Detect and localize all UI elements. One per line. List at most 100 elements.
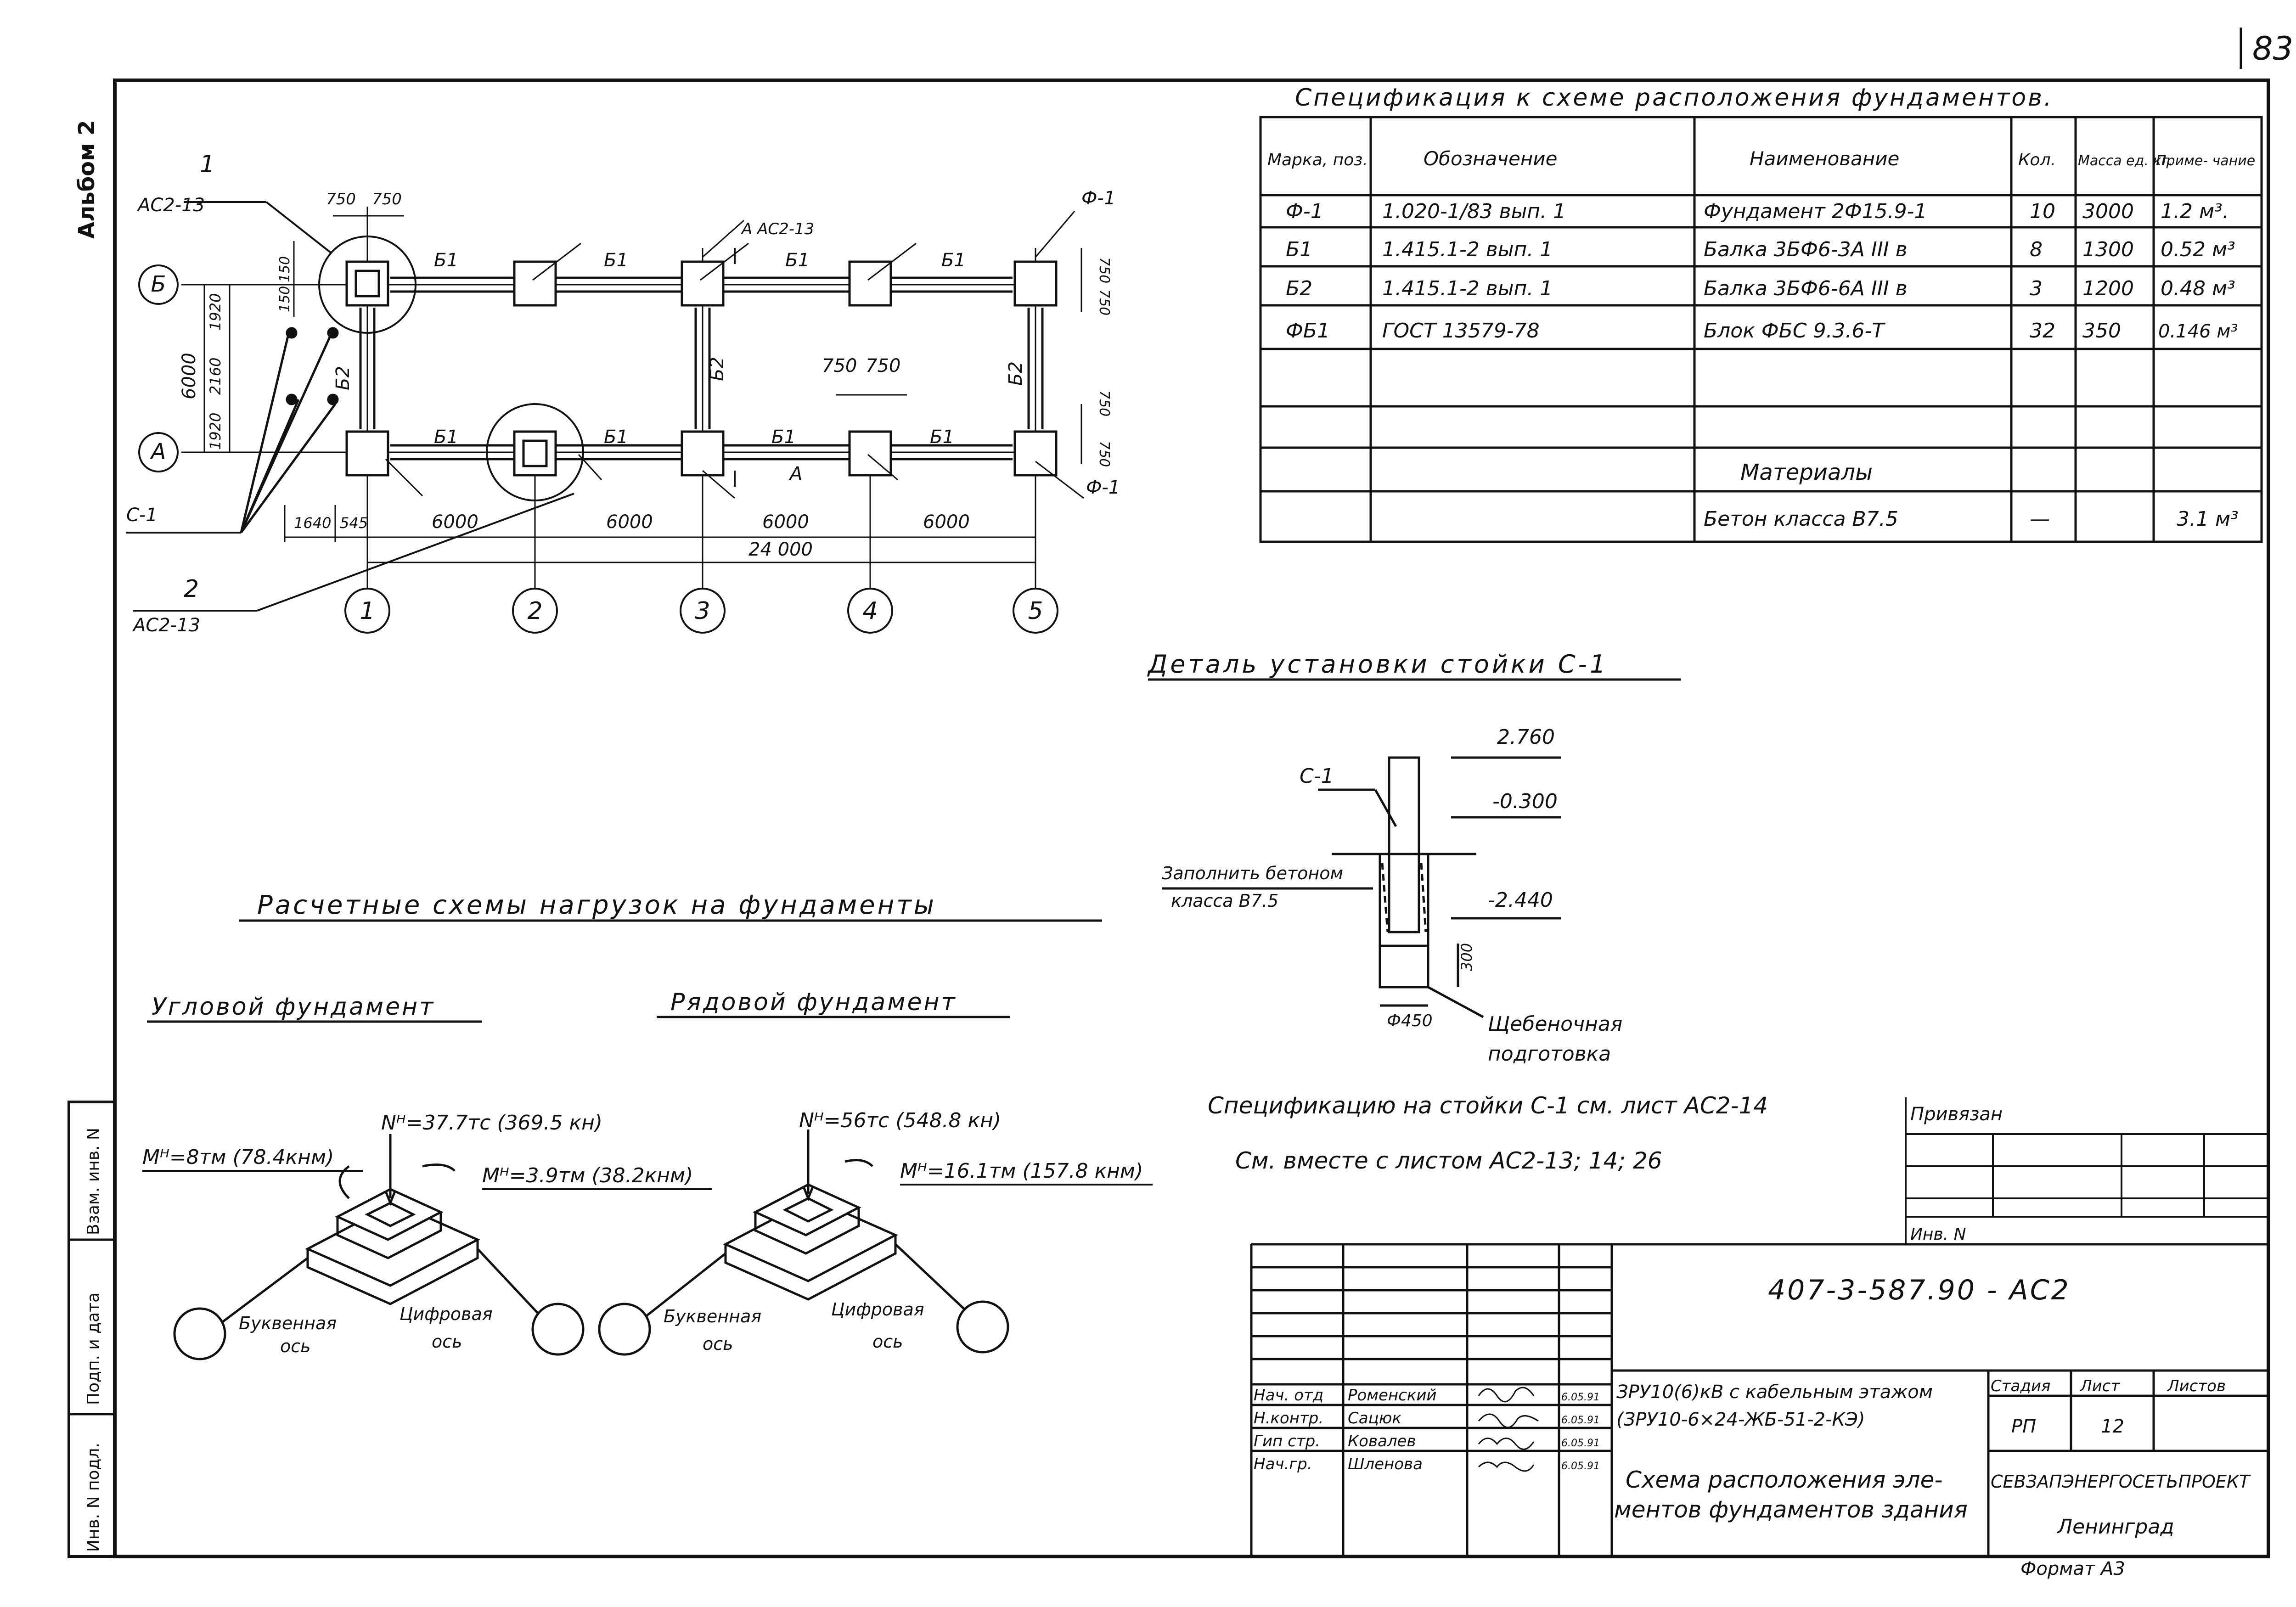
side-stamp-replace: Взам. инв. N [84, 1128, 103, 1235]
dim-span: 6000 [432, 511, 478, 533]
spec-cell: 350 [2082, 319, 2121, 343]
spec-cell: Б2 [1286, 277, 1312, 300]
spec-cell: Ф-1 [1286, 200, 1323, 223]
dim-750: 750 [822, 355, 857, 376]
spec-cell: 10 [2030, 200, 2055, 223]
section-ref: А АС2-13 [741, 220, 814, 238]
detail-gravel: Щебеночная [1488, 1012, 1622, 1036]
stamp-date: 6.05.91 [1561, 1438, 1600, 1449]
spec-header-name: Наименование [1750, 147, 1899, 170]
spec-cell: Бетон класса В7.5 [1704, 507, 1898, 531]
spec-cell: 3.1 м³ [2177, 507, 2239, 531]
found-label-top: Ф-1 [1081, 188, 1115, 209]
dim-750: 750 [1096, 390, 1112, 416]
page-number: 83 [2252, 30, 2293, 67]
spec-header-mark: Марка, поз. [1267, 151, 1368, 169]
spec-cell: Блок ФБС 9.3.6-Т [1704, 319, 1885, 343]
stamp-stage-label: Стадия [1991, 1377, 2050, 1395]
spec-cell: Б1 [1286, 238, 1312, 261]
corner-m-left: Mᴴ=8тм (78.4кнм) [142, 1146, 334, 1169]
beam-b2-label: Б2 [332, 366, 354, 390]
beam-b1-label: Б1 [604, 250, 628, 271]
dim-1920: 1920 [207, 293, 224, 331]
beam-b2-label: Б2 [1005, 361, 1026, 386]
dim-750: 750 [372, 190, 402, 208]
loads-row-title: Рядовой фундамент [670, 989, 957, 1016]
stamp-sheet-label: Лист [2079, 1377, 2120, 1395]
beam-b1-label: Б1 [434, 250, 458, 271]
binding-label: Привязан [1910, 1104, 2003, 1125]
signature-marks [1478, 1387, 1539, 1472]
stamp-name: Шленова [1348, 1455, 1423, 1473]
spec-cell: Фундамент 2Ф15.9-1 [1704, 200, 1927, 223]
detail-diameter: Ф450 [1387, 1011, 1433, 1030]
stamp-name: Роменский [1348, 1386, 1437, 1405]
digit-axis-circle [531, 1303, 585, 1356]
spec-cell: 1.2 м³. [2161, 200, 2229, 223]
dim-750: 750 [1096, 257, 1112, 283]
axis-label-5: 5 [1028, 597, 1043, 625]
corner-foundation-figure [215, 1134, 547, 1328]
axis-label-4: 4 [862, 597, 878, 625]
stamp-name: Ковалев [1348, 1432, 1416, 1450]
detail-level-bottom: -2.440 [1488, 888, 1553, 912]
spec-materials-label: Материалы [1740, 460, 1873, 485]
spec-cell: 3000 [2082, 200, 2134, 223]
spec-cell: 3 [2030, 277, 2043, 300]
side-stamp: Инв. N подл. Подп. и дата Взам. инв. N [84, 1128, 103, 1552]
row-digit-axis: Цифровая [831, 1299, 924, 1320]
beam-b2-label: Б2 [707, 357, 728, 381]
corner-m-right: Mᴴ=3.9тм (38.2кнм) [482, 1164, 693, 1187]
axis-label-1: 1 [360, 597, 375, 625]
stamp-city: Ленинград [2056, 1515, 2174, 1539]
corner-n: Nᴴ=37.7тс (369.5 кн) [381, 1111, 602, 1135]
dim-span: 6000 [606, 511, 653, 533]
dim-150: 150 [277, 286, 293, 312]
dim-total: 24 000 [748, 539, 813, 560]
stamp-role: Нач.гр. [1254, 1455, 1312, 1473]
side-stamp-inv-orig: Инв. N подл. [84, 1443, 103, 1552]
dim-1640: 1640 [294, 514, 331, 532]
spec-cell: Балка 3БФ6-6А III в [1704, 277, 1908, 300]
detail-dim-300: 300 [1458, 943, 1475, 971]
found-label-bottom: Ф-1 [1086, 477, 1120, 498]
beam-b1-label: Б1 [930, 427, 954, 448]
detail-gravel: подготовка [1488, 1042, 1611, 1066]
row-foundation-figure [637, 1129, 974, 1323]
spec-header-designation: Обозначение [1424, 147, 1557, 170]
dim-span: 6000 [923, 511, 970, 533]
dim-750: 750 [1096, 441, 1112, 467]
spec-table: Спецификация к схеме расположения фундам… [1259, 84, 2263, 543]
detail-post-label: С-1 [1300, 764, 1334, 788]
row-digit-axis: ось [872, 1332, 903, 1352]
letter-axis-circle [173, 1307, 226, 1360]
stamp-code: 407-3-587.90 - АС2 [1768, 1274, 2071, 1306]
stamp-role: Нач. отд [1254, 1386, 1323, 1405]
detail-fill-note: Заполнить бетоном [1162, 863, 1343, 883]
dim-1920: 1920 [207, 413, 224, 450]
callout-1-ref: АС2-13 [136, 195, 205, 216]
row-letter-axis: ось [703, 1334, 733, 1354]
load-schemes: Расчетные схемы нагрузок на фундаменты У… [142, 890, 1153, 1360]
loads-title: Расчетные схемы нагрузок на фундаменты [257, 890, 936, 920]
spec-cell: 1.415.1-2 вып. 1 [1382, 277, 1553, 300]
spec-header-mass: Масса ед. кг. [2078, 153, 2173, 169]
spec-cell: 1200 [2082, 277, 2134, 300]
callout-2-number: 2 [184, 575, 199, 603]
sheet-frame [68, 28, 2270, 1558]
spec-header-qty: Кол. [2018, 151, 2056, 169]
spec-title: Спецификация к схеме расположения фундам… [1295, 84, 2053, 112]
spec-cell: — [2030, 507, 2050, 531]
foundation-plan [126, 201, 1084, 634]
title-stamp: 407-3-587.90 - АС2 ЗРУ10(6)кВ с кабельны… [1250, 1243, 2268, 1556]
spec-cell: 8 [2030, 238, 2043, 261]
post-detail: Деталь установки стойки С-1 С-1 2.760 -0… [1147, 650, 1768, 1174]
spec-cell: 1300 [2082, 238, 2134, 261]
spec-cell: 1.415.1-2 вып. 1 [1382, 238, 1553, 261]
post-label: С-1 [126, 505, 158, 526]
side-stamp-sign-date: Подп. и дата [84, 1292, 103, 1405]
spec-cell: 32 [2030, 319, 2055, 343]
stamp-sheet-title: ментов фундаментов здания [1614, 1496, 1968, 1523]
corner-letter-axis: Буквенная [239, 1313, 337, 1333]
